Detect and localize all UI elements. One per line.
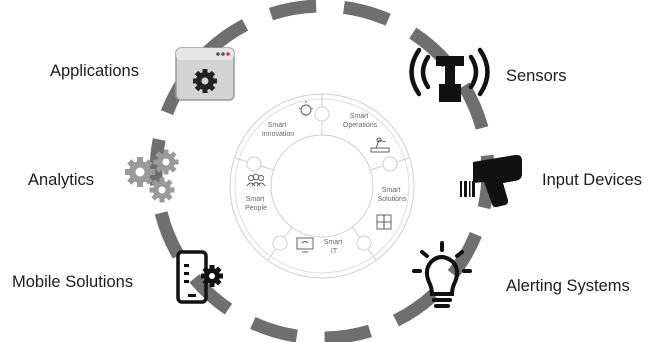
innovation-label-2: Innovation — [262, 131, 294, 138]
analytics-label: Analytics — [28, 171, 95, 189]
it-label-1: Smart — [324, 239, 343, 246]
puzzle-pieces-icon — [376, 214, 392, 230]
lightbulb-icon — [412, 241, 472, 308]
solutions-label-2: Solutions — [378, 196, 407, 203]
monitor-wifi-icon — [296, 237, 314, 253]
alerting-systems-label: Alerting Systems — [506, 277, 630, 295]
lightbulb-small-icon — [298, 101, 314, 116]
mobile-solutions-label: Mobile Solutions — [12, 273, 134, 291]
innovation-label-1: Smart — [268, 122, 287, 129]
puzzle-wheel: Smart Innovation Smart Operations Smart … — [229, 93, 415, 279]
svg-text:Smart Operations: Smart Operations — [343, 113, 378, 129]
sensors-label: Sensors — [506, 67, 567, 85]
input-devices-label: Input Devices — [542, 171, 642, 189]
svg-text:Smart People: Smart People — [245, 196, 267, 212]
operations-label-1: Smart — [350, 113, 369, 120]
operations-label-2: Operations — [343, 122, 378, 129]
antenna-sensor-icon — [409, 47, 490, 102]
app-window-gear-icon — [175, 47, 235, 101]
gears-icon — [125, 149, 179, 203]
svg-text:Smart IT: Smart IT — [324, 239, 345, 255]
people-label-2: People — [245, 205, 267, 212]
applications-label: Applications — [50, 62, 139, 80]
it-label-2: IT — [331, 248, 338, 255]
people-group-icon — [246, 173, 266, 187]
svg-text:Smart Solutions: Smart Solutions — [378, 187, 407, 203]
svg-text:Smart Innovation: Smart Innovation — [262, 122, 294, 138]
people-label-1: Smart — [246, 196, 265, 203]
solutions-label-1: Smart — [382, 187, 401, 194]
barcode-scanner-icon — [460, 154, 522, 208]
robot-arm-icon — [370, 137, 390, 153]
mobile-gear-icon — [176, 250, 223, 304]
